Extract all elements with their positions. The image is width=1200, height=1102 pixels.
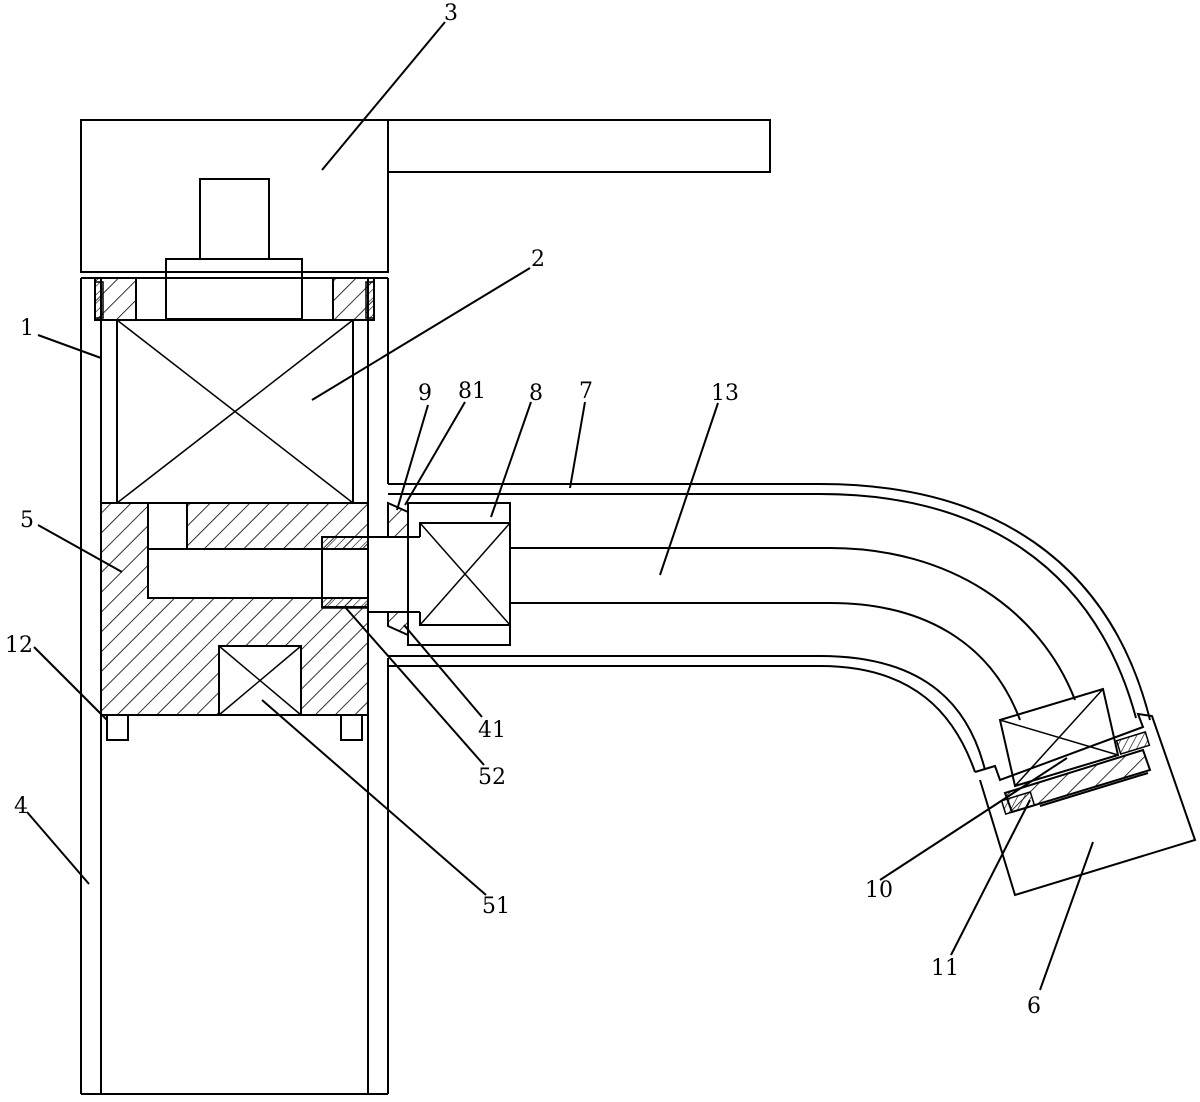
label-9: 9 xyxy=(418,381,432,406)
inner-valve xyxy=(407,502,511,646)
label-3: 3 xyxy=(444,1,458,26)
label-10: 10 xyxy=(865,878,893,903)
reference-numerals: 3 2 1 9 81 8 7 13 5 12 41 52 4 51 10 11 … xyxy=(5,1,1041,1019)
aerator-outlet xyxy=(974,687,1197,897)
label-5: 5 xyxy=(20,508,34,533)
valve-cartridge xyxy=(116,319,354,504)
handle xyxy=(80,119,771,320)
label-4: 4 xyxy=(14,794,28,819)
label-7: 7 xyxy=(579,379,593,404)
label-51: 51 xyxy=(482,894,510,919)
connector-seals xyxy=(321,501,420,637)
label-41: 41 xyxy=(478,718,506,743)
label-8: 8 xyxy=(529,381,543,406)
label-11: 11 xyxy=(931,956,959,981)
label-1: 1 xyxy=(20,316,34,341)
leader-lines xyxy=(26,21,1094,991)
label-2: 2 xyxy=(531,247,545,272)
label-52: 52 xyxy=(478,765,506,790)
label-12: 12 xyxy=(5,633,33,658)
label-6: 6 xyxy=(1027,994,1041,1019)
spout xyxy=(388,483,1151,773)
label-13: 13 xyxy=(711,381,739,406)
label-81: 81 xyxy=(458,379,486,404)
top-bushing xyxy=(94,277,375,321)
